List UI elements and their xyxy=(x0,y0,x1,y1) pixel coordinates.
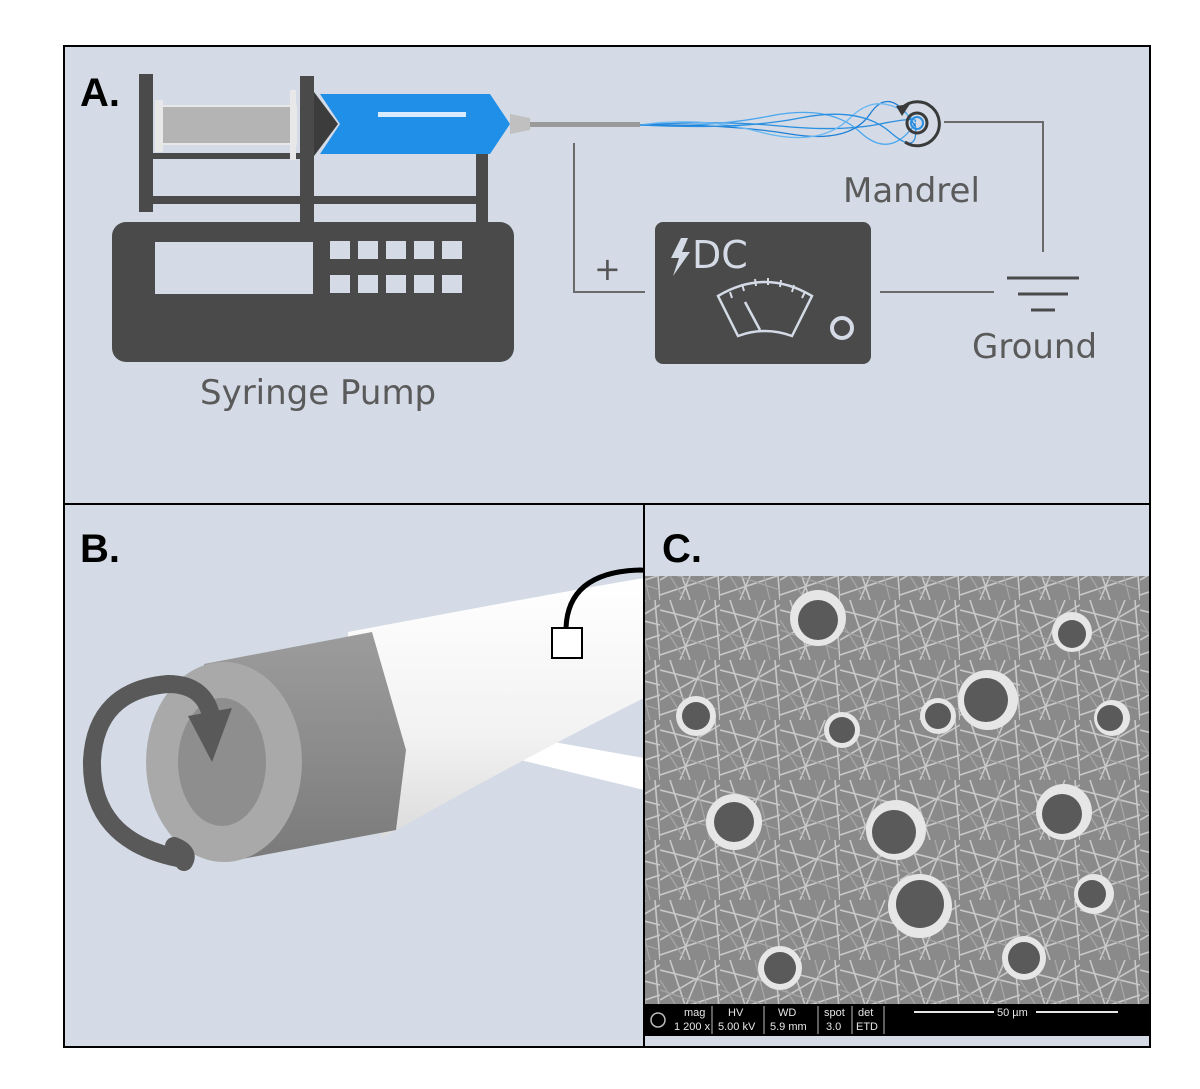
pump-rail-bottom xyxy=(150,196,484,204)
fei-logo-icon xyxy=(650,1012,666,1028)
sem-micrograph: mag HV WD spot det 1 200 x 5.00 kV 5.9 m… xyxy=(644,576,1150,1036)
panel-b: B. xyxy=(63,503,718,1048)
pump-keypad xyxy=(330,241,462,293)
sem-cells xyxy=(676,590,1130,990)
ground-symbol-icon xyxy=(1007,276,1079,312)
rotation-arrow-tail-icon xyxy=(165,837,195,871)
cell-nucleus xyxy=(872,810,916,854)
sem-value-spot: 3.0 xyxy=(826,1021,841,1033)
sem-value-det: ETD xyxy=(856,1021,878,1033)
panel-b-label: B. xyxy=(80,527,120,571)
mandrel-circle xyxy=(905,111,929,135)
dc-label: DC xyxy=(692,233,748,277)
syringe-pump-label: Syringe Pump xyxy=(200,373,436,413)
voltmeter-gauge-icon xyxy=(716,278,814,338)
syringe-barrel xyxy=(320,94,510,154)
sem-value-wd: 5.9 mm xyxy=(770,1021,807,1033)
dc-power-supply: DC xyxy=(655,222,871,364)
cell-nucleus xyxy=(798,600,838,640)
syringe-needle xyxy=(530,122,640,127)
panel-c-label: C. xyxy=(662,527,702,571)
plunger-flange xyxy=(290,90,296,160)
cell-nucleus xyxy=(714,802,754,842)
scale-bar-label-bg xyxy=(994,1005,1036,1018)
cell-nucleus xyxy=(1058,620,1086,648)
cell-nucleus xyxy=(829,717,855,743)
scale-bar-label: 50 µm xyxy=(997,1007,1028,1019)
mandrel-label: Mandrel xyxy=(843,171,980,211)
fiber-jet xyxy=(639,100,917,145)
sem-info-bar: mag HV WD spot det 1 200 x 5.00 kV 5.9 m… xyxy=(644,1004,1150,1036)
plunger-head xyxy=(155,100,163,152)
sem-header-wd: WD xyxy=(778,1007,796,1019)
pump-rail-top xyxy=(150,153,305,159)
plunger-rod xyxy=(159,105,297,145)
barrel-highlight xyxy=(378,112,466,117)
plunger-tip xyxy=(314,92,338,156)
cell-nucleus xyxy=(1078,880,1106,908)
sem-header-mag: mag xyxy=(684,1007,705,1019)
cell-nucleus xyxy=(925,703,951,729)
positive-sign: + xyxy=(594,250,621,288)
pump-mid-post xyxy=(300,76,314,222)
cell-nucleus xyxy=(1042,794,1082,834)
cell-nucleus xyxy=(682,702,710,730)
sem-dividers xyxy=(711,1006,885,1034)
panel-c: C. mag xyxy=(643,503,1151,1048)
ground-label: Ground xyxy=(972,327,1097,367)
dc-knob-icon xyxy=(830,316,854,340)
cell-nucleus xyxy=(1008,942,1040,974)
panel-a-label: A. xyxy=(80,71,120,115)
cell-nucleus xyxy=(1097,705,1123,731)
syringe-nozzle xyxy=(510,114,530,134)
cell-nucleus xyxy=(964,678,1008,722)
rotation-arrowhead-icon xyxy=(896,104,910,116)
sem-info-bar-background xyxy=(644,1004,1150,1036)
sem-header-hv: HV xyxy=(728,1007,744,1019)
pump-display xyxy=(155,242,313,294)
panel-borders xyxy=(63,45,1151,1048)
zoom-region-marker xyxy=(551,627,583,659)
mandrel xyxy=(896,100,941,148)
sem-value-mag: 1 200 x xyxy=(674,1021,711,1033)
mandrel-coating xyxy=(910,116,924,130)
syringe-pump xyxy=(112,74,640,362)
panel-a: A. xyxy=(63,45,1151,505)
rotation-arrow-icon xyxy=(900,100,941,148)
dc-supply-box xyxy=(655,222,871,364)
sem-header-det: det xyxy=(858,1007,873,1019)
sem-value-hv: 5.00 kV xyxy=(718,1021,756,1033)
lightning-icon xyxy=(671,238,690,276)
rotation-arrowhead-b-icon xyxy=(188,708,232,762)
rotation-arrow-b-icon xyxy=(82,674,221,867)
cell-nucleus xyxy=(896,880,944,928)
circuit-wires xyxy=(573,121,1044,293)
pump-left-post xyxy=(139,74,153,212)
sem-header-spot: spot xyxy=(824,1007,845,1019)
cell-nucleus xyxy=(764,952,796,984)
